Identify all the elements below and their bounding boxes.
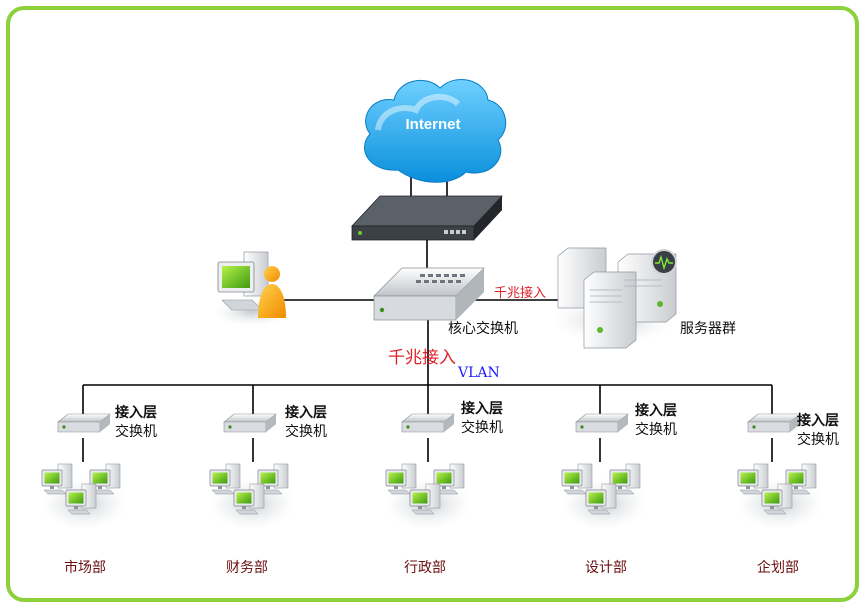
internet-label: Internet [405, 116, 460, 133]
access-switch-line2: 交换机 [797, 432, 839, 448]
internet-cloud [364, 79, 507, 183]
department-label-design: 设计部 [585, 560, 627, 576]
core-switch-icon [373, 267, 485, 321]
access-switch-icon [747, 413, 801, 433]
access-switch-label: 接入层 交换机 [285, 404, 327, 442]
access-switch-line1: 接入层 [285, 405, 327, 421]
access-switch-label: 接入层 交换机 [635, 402, 677, 440]
admin-workstation-icon [214, 251, 290, 326]
department-label-planning: 企划部 [757, 560, 799, 576]
gigabit-uplink-label: 千兆接入 [388, 348, 456, 368]
workstation-cluster-icon [208, 464, 296, 530]
workstation-cluster-icon [560, 464, 648, 530]
workstation-clusters [40, 464, 824, 530]
router-icon [351, 195, 503, 241]
server-group-icon [552, 247, 677, 349]
access-switch-line2: 交换机 [285, 424, 327, 440]
access-switch-line1: 接入层 [635, 403, 677, 419]
gigabit-link-label: 千兆接入 [494, 286, 547, 301]
access-switch-icon [401, 413, 455, 433]
access-switch-line2: 交换机 [461, 420, 503, 436]
department-label-finance: 财务部 [226, 560, 268, 576]
access-switch-line2: 交换机 [115, 424, 157, 440]
access-switch-label: 接入层 交换机 [797, 412, 839, 450]
vlan-label: VLAN [458, 365, 500, 381]
access-switch-icon [57, 413, 111, 433]
access-switch-line2: 交换机 [635, 422, 677, 438]
access-switch-label: 接入层 交换机 [461, 400, 503, 438]
department-label-admin: 行政部 [404, 560, 446, 576]
access-switch-icon [223, 413, 277, 433]
department-label-market: 市场部 [64, 560, 106, 576]
access-switch-label: 接入层 交换机 [115, 404, 157, 442]
workstation-cluster-icon [40, 464, 128, 530]
access-switch-line1: 接入层 [115, 405, 157, 421]
server-group-label: 服务器群 [680, 321, 736, 337]
access-switch-icon [575, 413, 629, 433]
access-switch-line1: 接入层 [797, 413, 839, 429]
core-switch-label: 核心交换机 [448, 321, 518, 337]
workstation-cluster-icon [384, 464, 472, 530]
access-switch-line1: 接入层 [461, 401, 503, 417]
workstation-cluster-icon [736, 464, 824, 530]
access-switches [57, 413, 801, 433]
